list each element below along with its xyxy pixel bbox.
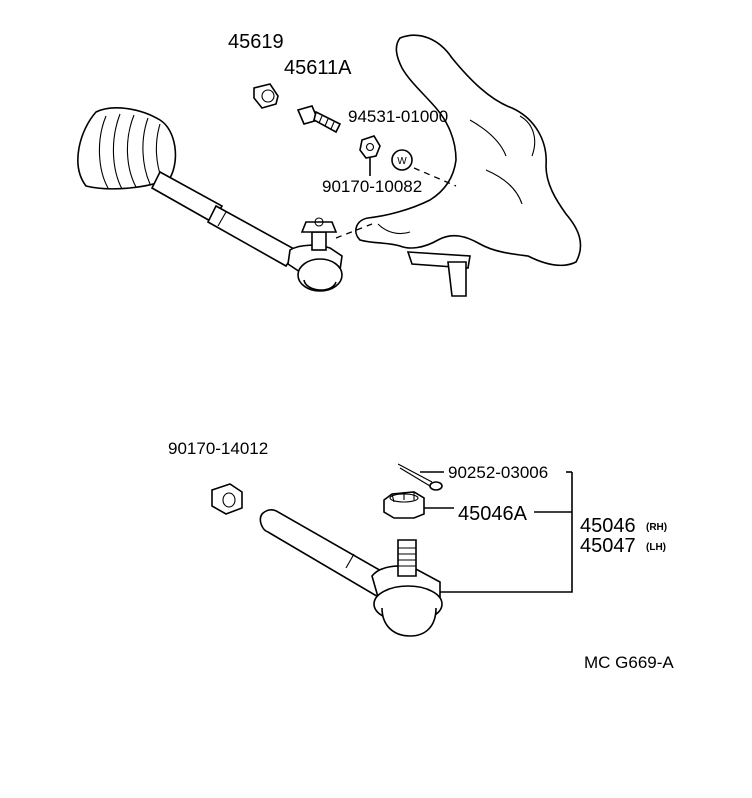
bracket-45046-group [440, 472, 573, 593]
nut-90170-10082 [359, 135, 381, 159]
w-marker-text: W [397, 156, 407, 167]
label-45047: 45047 [580, 535, 636, 557]
castle-nut-45046A [383, 491, 425, 519]
inner-tie-rod [150, 170, 298, 268]
label-rh: (RH) [646, 522, 667, 533]
nut-90170-14012 [211, 483, 243, 515]
bolt-45611A [296, 105, 342, 134]
guide-line-washer-to-knuckle [413, 167, 457, 187]
label-90170-14012: 90170-14012 [168, 439, 268, 458]
tie-rod-end-45046 [259, 509, 443, 637]
bushing-45619 [253, 83, 279, 109]
label-45046: 45046 [580, 515, 636, 537]
label-45046A: 45046A [458, 503, 528, 525]
label-45619: 45619 [228, 31, 284, 53]
label-45611A: 45611A [284, 57, 352, 79]
label-94531-01000: 94531-01000 [348, 107, 448, 126]
washer-marker-w: W [391, 149, 413, 171]
cotter-pin [397, 463, 443, 491]
steering-knuckle [355, 34, 582, 297]
label-90252-03006: 90252-03006 [448, 463, 548, 482]
label-lh: (LH) [646, 542, 666, 553]
diagram-code: MC G669-A [584, 653, 674, 672]
label-90170-10082: 90170-10082 [322, 177, 422, 196]
upper-tie-rod-end [287, 217, 343, 292]
